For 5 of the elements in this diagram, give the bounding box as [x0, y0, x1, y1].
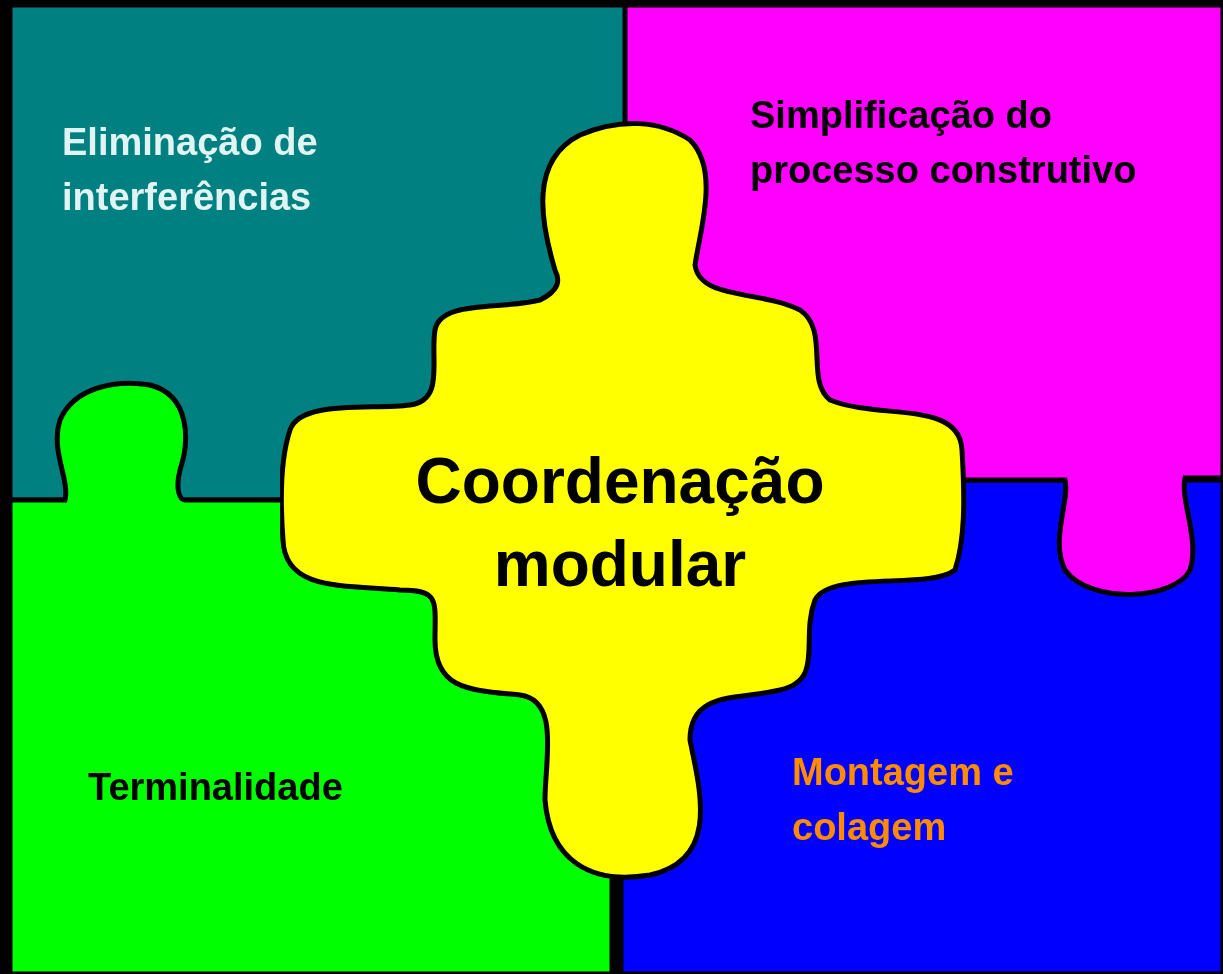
piece-label: Simplificação do processo construtivo [750, 93, 1138, 194]
piece-label: Eliminação de interferências [62, 120, 319, 221]
piece-label: Montagem e colagem [792, 750, 1015, 851]
piece-label: Terminalidade [88, 765, 344, 810]
center-title: Coordenação modular [414, 444, 826, 603]
